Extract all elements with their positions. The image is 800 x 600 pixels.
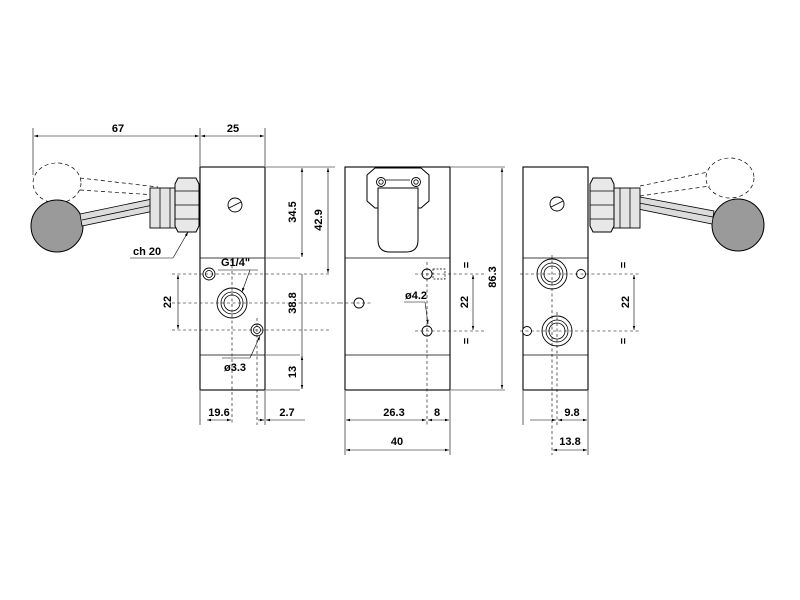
right-view: = = 22 9.8 13.8 [520,157,765,455]
label-mount-hole: ø3.3 [224,362,246,374]
left-view: 67 25 34.5 42.9 ch 20 G1/4" 22 38.8 13 ø… [30,123,340,425]
dim-mid-width: 40 [391,436,403,448]
dim-mid-offset: 26.3 [383,407,404,419]
left-body [199,166,266,391]
dim-right-offset: 9.8 [564,407,579,419]
right-body [522,166,589,391]
dim-right-width: 13.8 [559,436,580,448]
dim-upper-total: 42.9 [313,209,325,230]
dim-port-spacing-left: 22 [162,296,174,308]
left-handle-ghost [32,162,159,204]
dim-port-offset: 19.6 [208,407,229,419]
dim-port-spacing-right: 22 [620,296,632,308]
dim-upper-height: 34.5 [287,201,299,222]
equal-mark-right-top: = [618,262,630,268]
label-pilot-hole: ø4.2 [405,290,427,302]
dim-body-width: 25 [227,123,239,135]
right-handle [589,177,765,252]
dim-port-spacing-mid: 22 [459,296,471,308]
dim-base-height: 13 [287,366,299,378]
label-port-thread: G1/4" [221,257,250,269]
dim-mid-small: 8 [434,407,440,419]
equal-mark-right-bottom: = [618,338,630,344]
middle-view: ø4.2 = = 22 86.3 26.3 8 40 [340,166,505,455]
right-handle-ghost [639,157,755,199]
dim-hole-offset: 2.7 [279,407,294,419]
dim-overall-height: 86.3 [487,266,499,287]
dim-handle-reach: 67 [112,123,124,135]
middle-body [344,166,451,391]
equal-mark-mid-top: = [461,262,473,268]
left-handle [30,177,200,253]
equal-mark-mid-bottom: = [461,338,473,344]
dim-port-center-height: 38.8 [287,292,299,313]
label-nut-size: ch 20 [133,246,161,258]
